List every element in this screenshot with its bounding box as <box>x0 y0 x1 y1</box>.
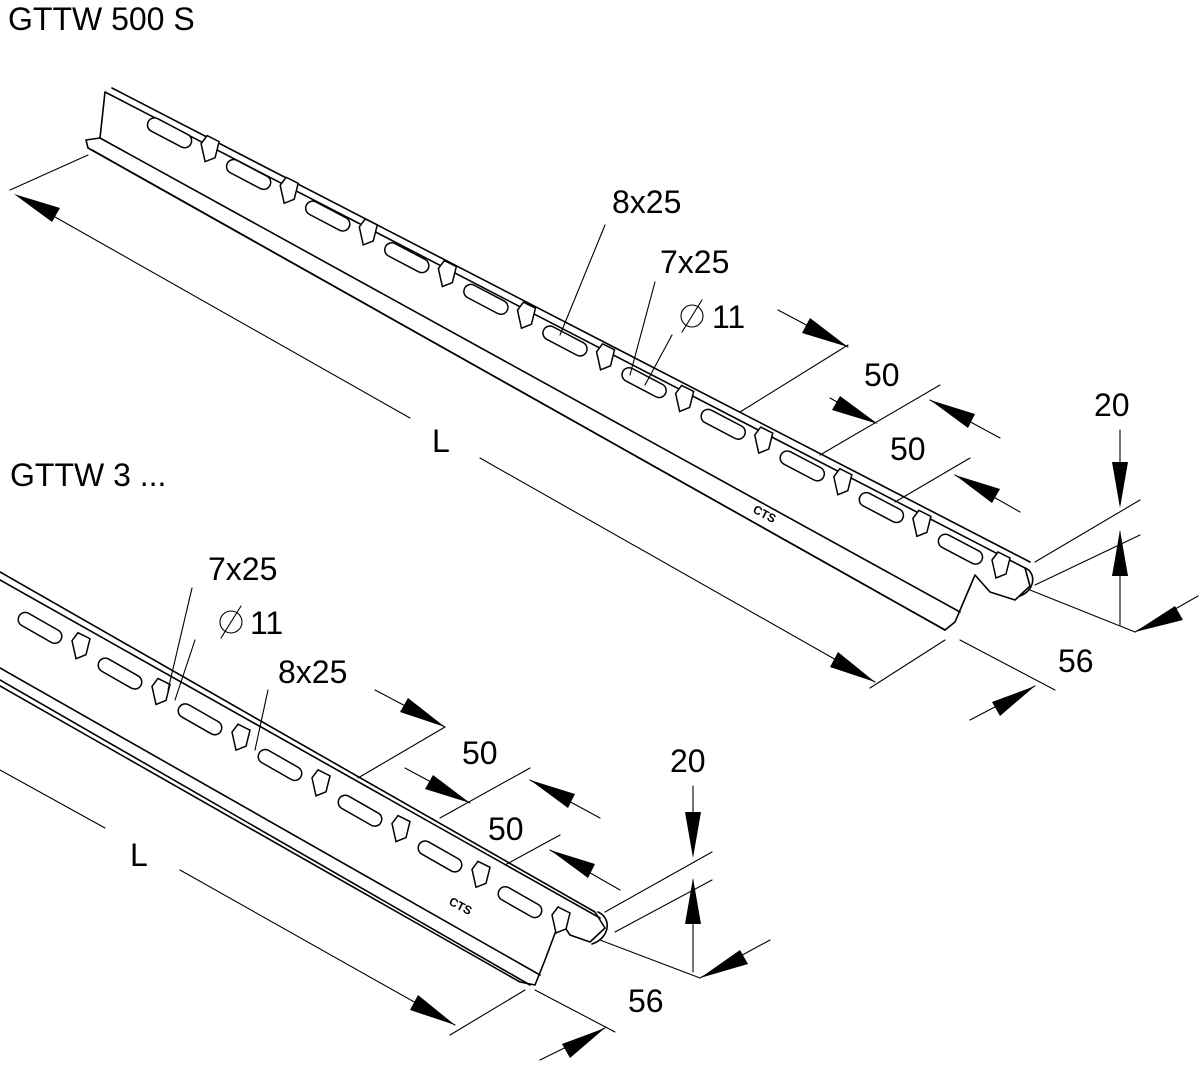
bottom-width-label: 56 <box>628 983 664 1019</box>
top-slot <box>779 450 826 482</box>
bottom-height-dimension <box>604 785 713 973</box>
top-slot <box>225 158 272 191</box>
top-pitch-dimensions <box>739 309 1021 513</box>
top-clip-tab <box>358 217 379 246</box>
bottom-hole-diameter-label: 11 <box>250 605 283 641</box>
bottom-clip-tab <box>71 631 91 660</box>
top-slot-8x25-label: 8x25 <box>612 184 681 220</box>
top-slot <box>937 533 984 565</box>
bottom-length-dimension <box>0 769 526 1036</box>
bottom-length-label: L <box>130 837 148 873</box>
bottom-clip-tab <box>311 768 331 797</box>
top-slot <box>146 117 193 149</box>
top-slot <box>542 325 588 357</box>
bottom-slot <box>417 840 463 873</box>
bottom-slot-row <box>17 611 571 935</box>
top-diameter-symbol <box>680 299 704 333</box>
top-slot-row <box>146 117 1011 580</box>
bottom-product-title: GTTW 3 ... <box>10 457 166 493</box>
top-height-label: 20 <box>1094 387 1130 423</box>
bottom-clip-tab <box>551 906 571 935</box>
top-length-label: L <box>432 423 450 459</box>
top-clip-tab <box>437 259 458 288</box>
top-clip-tab <box>516 301 537 330</box>
top-clip-tab <box>912 509 932 538</box>
top-length-dimension <box>9 154 946 689</box>
top-clip-tab <box>279 176 300 205</box>
top-pitch-1-label: 50 <box>864 357 900 393</box>
bottom-height-label: 20 <box>670 743 706 779</box>
top-clip-tab <box>200 134 220 163</box>
bottom-pitch-dimensions <box>357 689 621 891</box>
top-slot <box>304 200 351 232</box>
top-slot <box>463 283 509 316</box>
top-profile-rail: CTS <box>85 87 1034 631</box>
top-slot <box>621 366 667 399</box>
bottom-slot <box>257 748 303 782</box>
top-pitch-2-label: 50 <box>890 431 926 467</box>
top-height-dimension <box>1034 429 1141 626</box>
bottom-clip-tab <box>471 860 491 889</box>
bottom-leaders <box>167 587 269 751</box>
top-width-label: 56 <box>1058 643 1094 679</box>
bottom-profile-rail: CTS <box>0 571 608 986</box>
top-clip-tab <box>833 467 853 496</box>
top-leaders <box>559 224 673 386</box>
bottom-slot <box>97 657 143 690</box>
top-slot-7x25-label: 7x25 <box>660 244 729 280</box>
top-product-title: GTTW 500 S <box>8 1 195 37</box>
bottom-pitch-2-label: 50 <box>488 811 524 847</box>
bottom-clip-tab <box>231 723 251 752</box>
bottom-diameter-symbol <box>219 605 243 639</box>
top-width-dimension <box>959 589 1199 721</box>
bottom-cts-stamp: CTS <box>447 894 475 918</box>
top-clip-tab <box>674 384 695 413</box>
top-clip-tab <box>991 551 1011 580</box>
bottom-slot <box>337 794 383 827</box>
top-slot <box>700 408 746 440</box>
bottom-slot-8x25-label: 8x25 <box>278 654 347 690</box>
bottom-slot <box>17 611 63 645</box>
bottom-slot-7x25-label: 7x25 <box>208 551 277 587</box>
top-slot <box>858 491 905 524</box>
top-slot <box>384 242 430 274</box>
bottom-slot <box>497 885 543 919</box>
bottom-clip-tab <box>151 677 171 706</box>
top-clip-tab <box>753 426 774 455</box>
bottom-clip-tab <box>391 814 411 843</box>
top-clip-tab <box>595 342 616 371</box>
bottom-width-dimension <box>534 939 771 1061</box>
bottom-slot <box>177 703 223 736</box>
bottom-pitch-1-label: 50 <box>462 735 498 771</box>
top-hole-diameter-label: 11 <box>712 299 745 335</box>
